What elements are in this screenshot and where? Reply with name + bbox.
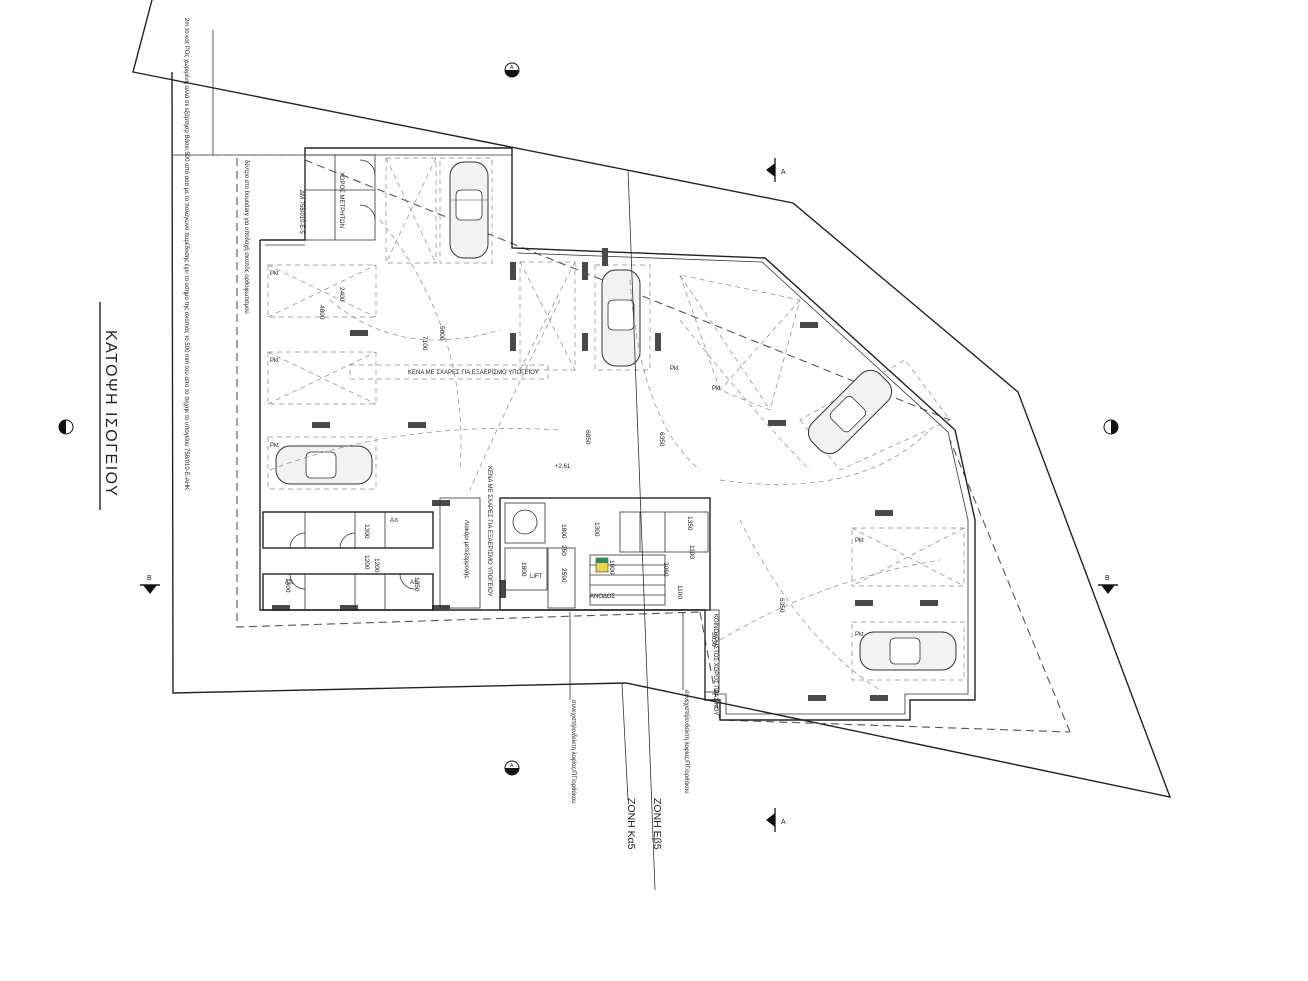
- drawing-title-text: ΚΑΤΟΨΗ ΙΣΟΓΕΙΟΥ: [102, 330, 119, 497]
- parking-label-6: Pkt: [670, 366, 679, 372]
- dim-7100: 7100: [421, 336, 428, 351]
- section-b-right-label: Β: [1105, 575, 1110, 582]
- view-marker-left: [58, 419, 74, 435]
- dim-2400: 2400: [338, 287, 345, 302]
- dim-1100-b: 1100: [676, 585, 683, 599]
- section-marker-a-bottom: Α: [766, 808, 786, 832]
- note-left-vertical: συνεχιστή/ενδείκτη λοφίας/ΠΓ/ορθάκου: [570, 700, 577, 804]
- dim-250: 250: [560, 545, 567, 556]
- parking-label-4: Pkt: [855, 538, 864, 544]
- property-boundary: [132, 0, 1172, 798]
- dim-1800-a: 1800: [560, 524, 567, 539]
- dim-6350-a: 6350: [658, 432, 665, 447]
- car-icon: [275, 445, 373, 485]
- car-symbols: [275, 161, 957, 671]
- stair-label: ΑΝΟΔΟΣ: [590, 594, 615, 600]
- store-label-3: Απ: [410, 580, 418, 586]
- dim-1350-b: 1350: [686, 516, 693, 531]
- dim-4800: 4800: [318, 305, 325, 320]
- parking-label-2: Pkt: [270, 358, 279, 364]
- view-marker-bottom: Α: [504, 760, 520, 776]
- view-marker-top: Α: [504, 62, 520, 78]
- parking-label-3: Pkt: [270, 443, 279, 449]
- store-label-1: Απ: [390, 518, 398, 524]
- storage-units: Απ Απ Απ: [262, 511, 434, 611]
- services-label: ΧΩΡΟΣ ΜΕΤΡΗΤΩΝ: [338, 172, 344, 228]
- corner-note: 2m το κατ ΡΟς χωριμένη αλλά σε εξάρτησρ …: [183, 18, 214, 490]
- vehicle-sweep-paths: [269, 219, 941, 691]
- view-marker-right: [1103, 419, 1119, 435]
- dim-1100-a: 1100: [688, 545, 695, 559]
- ramp-note: Λιακάρι μετεξαρμογής: [463, 520, 470, 578]
- car-icon: [807, 369, 893, 455]
- dim-1800-b: 1800: [520, 562, 527, 577]
- columns: [272, 248, 938, 701]
- ramp-area: Λιακάρι μετεξαρμογής ΚΕΝΑ ΜΕ ΣΧΑΡΕΣ ΓΙΑ …: [349, 364, 549, 609]
- sensor-label: ΔΜ 758/010-E-5: [298, 190, 304, 234]
- section-a-top-label: Α: [781, 169, 786, 176]
- section-marker-b-right: Β: [1098, 575, 1118, 594]
- dim-1000: 1000: [608, 560, 615, 575]
- store-label-2: Απ: [285, 580, 293, 586]
- facade-note: ΚΟΙΝΟΧΡΗΣΤΟΣ ΧΩΡΟΣ ΠΡΑΣΙΝΟΥ: [712, 614, 718, 715]
- leader-notes: συνεχιστή/ενδείκτη λοφίας/ΠΓ/ορθάκου συν…: [569, 609, 720, 804]
- dim-1300-b: 1300: [593, 522, 600, 537]
- dim-1300-a: 1300: [363, 524, 370, 539]
- dim-5000: 5000: [438, 326, 445, 341]
- lift-label: LIFT: [530, 574, 543, 580]
- section-b-left-label: Β: [147, 575, 152, 582]
- services-block: ΧΩΡΟΣ ΜΕΤΡΗΤΩΝ ΔΜ 758/010-E-5 δέντρο στο…: [243, 154, 376, 314]
- view-marker-bottom-label: Α: [510, 763, 514, 769]
- corner-note-text: 2m το κατ ΡΟς χωριμένη αλλά σε εξάρτησρ …: [183, 18, 190, 490]
- dim-6850: 6850: [584, 430, 591, 445]
- car-icon: [449, 161, 489, 259]
- dim-3060: 3060: [662, 562, 669, 577]
- parking-label-7: Pkt: [712, 386, 721, 392]
- parking-label-5: Pkt: [855, 632, 864, 638]
- zone-upper-label: ΖΟΝΗ Εβ5: [651, 798, 663, 850]
- section-a-bottom-label: Α: [781, 819, 786, 826]
- car-icon: [859, 631, 957, 671]
- drawing-title: ΚΑΤΟΨΗ ΙΣΟΓΕΙΟΥ: [99, 302, 119, 510]
- section-marker-a-top: Α: [766, 158, 786, 182]
- level-label: +2.61: [555, 464, 571, 470]
- zone-lower-label: ΖΟΝΗ Κα5: [625, 798, 637, 850]
- dim-1200-b: 1200: [373, 558, 380, 573]
- dim-6350-b: 6350: [778, 598, 785, 613]
- dimension-labels: 2400 4800 5000 7100 6850 6350 6350 1800 …: [284, 287, 785, 647]
- dim-1350-a: 1350: [413, 577, 420, 592]
- grating-note-2: ΚΕΝΑ ΜΕ ΣΧΑΡΕΣ ΓΙΑ ΕΞΑΕΡΙΣΜΟ ΥΠΟΓΕΙΟΥ: [486, 466, 492, 597]
- grating-note: ΚΕΝΑ ΜΕ ΣΧΑΡΕΣ ΓΙΑ ΕΞΑΕΡΙΣΜΟ ΥΠΟΓΕΙΟΥ: [408, 370, 539, 376]
- car-icon: [601, 269, 641, 367]
- section-marker-b-left: Β: [140, 575, 160, 594]
- zone-boundary: ΖΟΝΗ Εβ5 ΖΟΝΗ Κα5: [621, 169, 663, 891]
- west-note: δέντρο στο boundary για υποδοχή σκοπός ο…: [243, 160, 250, 314]
- note-right-vertical: συνεχιστή/ενδείκτη λοφίας/ΠΓ/ορθάκου: [683, 690, 690, 794]
- stair-core: LIFT ΑΝΟΔΟΣ +2.61: [499, 464, 711, 611]
- dim-1400: 1400: [284, 578, 291, 593]
- parking-label-1: Pkt: [270, 271, 279, 277]
- dim-5030: 5030: [710, 632, 717, 647]
- dim-1200-a: 1200: [363, 555, 370, 570]
- view-marker-top-label: Α: [510, 65, 514, 71]
- dim-2590: 2590: [560, 568, 567, 583]
